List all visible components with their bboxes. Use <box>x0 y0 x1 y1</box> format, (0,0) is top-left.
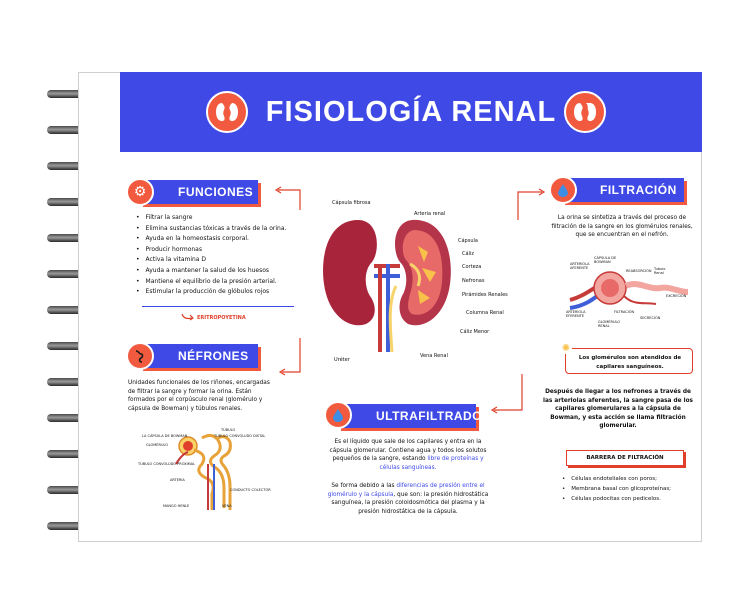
barrier-list: Células endoteliales con poros; Membrana… <box>562 474 702 504</box>
spiral-ring <box>47 306 99 314</box>
filtracion-text-2: Después de llegar a los nefrones a travé… <box>542 389 694 429</box>
label-glomerulo: GLOMÉRULO <box>146 443 169 447</box>
list-item: Ayuda en la homeostasis corporal. <box>136 234 306 245</box>
ultrafiltrado-p1: Es el líquido que sale de los capilares … <box>326 438 490 472</box>
label-tubulo-proximal: TÚBULO CONVOLUDO PROXIMAL <box>138 462 196 466</box>
label-capsula-bowman: LA CÁPSULA DE BOWMAN <box>142 434 188 438</box>
nefrones-text: Unidades funcionales de los riñones, enc… <box>128 380 270 412</box>
arrow-icon <box>274 186 301 210</box>
text-run: Se forma debido a las <box>331 483 397 489</box>
label-arteria: ARTERIA <box>170 478 185 482</box>
label-ureter: Uréter <box>334 357 350 363</box>
label-secrecion: SECRECIÓN <box>640 316 661 320</box>
section-tag-ultrafiltrado: ULTRAFILTRADO <box>338 404 482 428</box>
label-filtracion-d: FILTRACIÓN <box>614 310 635 314</box>
section-tag-filtracion: FILTRACIÓN <box>562 178 684 202</box>
nephron-diagram <box>175 433 232 510</box>
section-tag-nefrones: NÉFRONES <box>140 344 258 368</box>
highlight-text: libre de proteínas y células sanguíneas. <box>379 456 484 471</box>
gear-icon: ⚙ <box>126 178 154 206</box>
text-run: Es el líquido que sale de los capilares … <box>329 439 487 462</box>
ultrafiltrado-p2: Se forma debido a las diferencias de pre… <box>326 482 490 516</box>
page-title: FISIOLOGÍA RENAL <box>265 96 557 128</box>
spiral-ring <box>47 522 99 530</box>
label-capsula: Cápsula <box>458 238 478 244</box>
label-excrecion: EXCRECIÓN <box>666 294 687 298</box>
spiral-ring <box>47 270 99 278</box>
list-item: Elimina sustancias tóxicas a través de l… <box>136 224 306 235</box>
spiral-ring <box>47 126 99 134</box>
highlight-text: diferencias de presión entre el glomérul… <box>327 483 485 498</box>
filtration-diagram <box>569 271 689 310</box>
label-arteria-renal: Arteria renal <box>414 211 446 217</box>
section-tag-funciones: FUNCIONES <box>140 180 258 204</box>
eritropoyetina-note: ERITROPOYETINA <box>197 315 246 321</box>
barrier-title: BARRERA DE FILTRACIÓN <box>566 450 684 466</box>
label-conducto: CONDUCTO COLECTOR <box>230 488 271 492</box>
label-capsula-fibrosa: Cápsula fibrosa <box>332 200 371 206</box>
label-tubulo-distal: TÚBULO CONVOLUDO DISTAL <box>214 434 266 438</box>
label-arteriola-aferente: ARTERIOLA AFERENTE <box>570 262 590 270</box>
kidney-icon <box>564 91 606 133</box>
label-arteriola-eferente: ARTERIOLA EFERENTE <box>566 310 586 318</box>
section-title: FILTRACIÓN <box>600 183 677 197</box>
label-reabsorcion: REABSORCIÓN <box>626 269 652 273</box>
list-item: Activa la vitamina D <box>136 255 306 266</box>
spiral-ring <box>47 198 99 206</box>
water-drop-icon <box>324 401 352 429</box>
spiral-ring <box>47 378 99 386</box>
list-item: Membrana basal con glicoproteínas; <box>562 484 702 494</box>
curved-arrow-icon <box>181 313 194 321</box>
label-corteza: Corteza <box>462 264 482 270</box>
funciones-list: Filtrar la sangre Elimina sustancias tóx… <box>136 213 306 298</box>
arrow-icon <box>517 188 546 220</box>
spiral-ring <box>47 234 99 242</box>
kidney-diagram <box>323 219 451 353</box>
list-item: Mantiene el equilibrio de la presión art… <box>136 277 306 288</box>
label-capsula-bowman-f: CÁPSULA DE BOWMAN <box>594 256 617 264</box>
list-item: Células endoteliales con poros; <box>562 474 702 484</box>
filtracion-text: La orina se sintetiza a través del proce… <box>551 215 693 238</box>
list-item: Estimular la producción de glóbulos rojo… <box>136 287 306 298</box>
water-drop-icon <box>549 176 577 204</box>
spiral-ring <box>47 450 99 458</box>
label-piramides: Pirámides Renales <box>462 292 508 298</box>
section-title: FUNCIONES <box>178 185 254 199</box>
spiral-ring <box>47 342 99 350</box>
spiral-ring <box>47 414 99 422</box>
list-item: Filtrar la sangre <box>136 213 306 224</box>
spiral-ring <box>47 486 99 494</box>
list-item: Células podocitas con pedicelos. <box>562 494 702 504</box>
label-tubulo: TÚBULO <box>221 428 236 432</box>
callout-text: Los glomérulos son atendidos de capilare… <box>578 355 682 370</box>
spiral-ring <box>47 90 99 98</box>
label-caliz-menor: Cáliz Menor <box>460 329 490 335</box>
kidney-icon <box>206 91 248 133</box>
label-nefronas: Nefronas <box>462 278 485 284</box>
label-columna: Columna Renal <box>466 310 504 316</box>
list-item: Ayuda a mantener la salud de los huesos <box>136 266 306 277</box>
spiral-ring <box>47 162 99 170</box>
label-asa-henle: MANGO HENLE <box>163 504 190 508</box>
label-vena: VENA <box>222 504 232 508</box>
text-run: , que son: la presión hidrostática sangu… <box>331 491 489 515</box>
arrow-icon <box>278 338 301 376</box>
callout-box <box>565 348 693 374</box>
label-vena-renal: Vena Renal <box>420 353 448 359</box>
label-caliz: Cáliz <box>462 251 474 257</box>
label-tubulo-renal: Tubulo Renal <box>654 267 666 275</box>
nephron-icon <box>126 342 154 370</box>
lightbulb-icon: ✺ <box>560 342 572 354</box>
divider <box>142 306 294 307</box>
label-glomerulo-renal: GLOMÉRULO RENAL <box>598 320 621 328</box>
arrow-icon <box>490 374 523 414</box>
list-item: Producir hormonas <box>136 245 306 256</box>
section-title: ULTRAFILTRADO <box>376 409 483 423</box>
section-title: NÉFRONES <box>178 349 249 363</box>
